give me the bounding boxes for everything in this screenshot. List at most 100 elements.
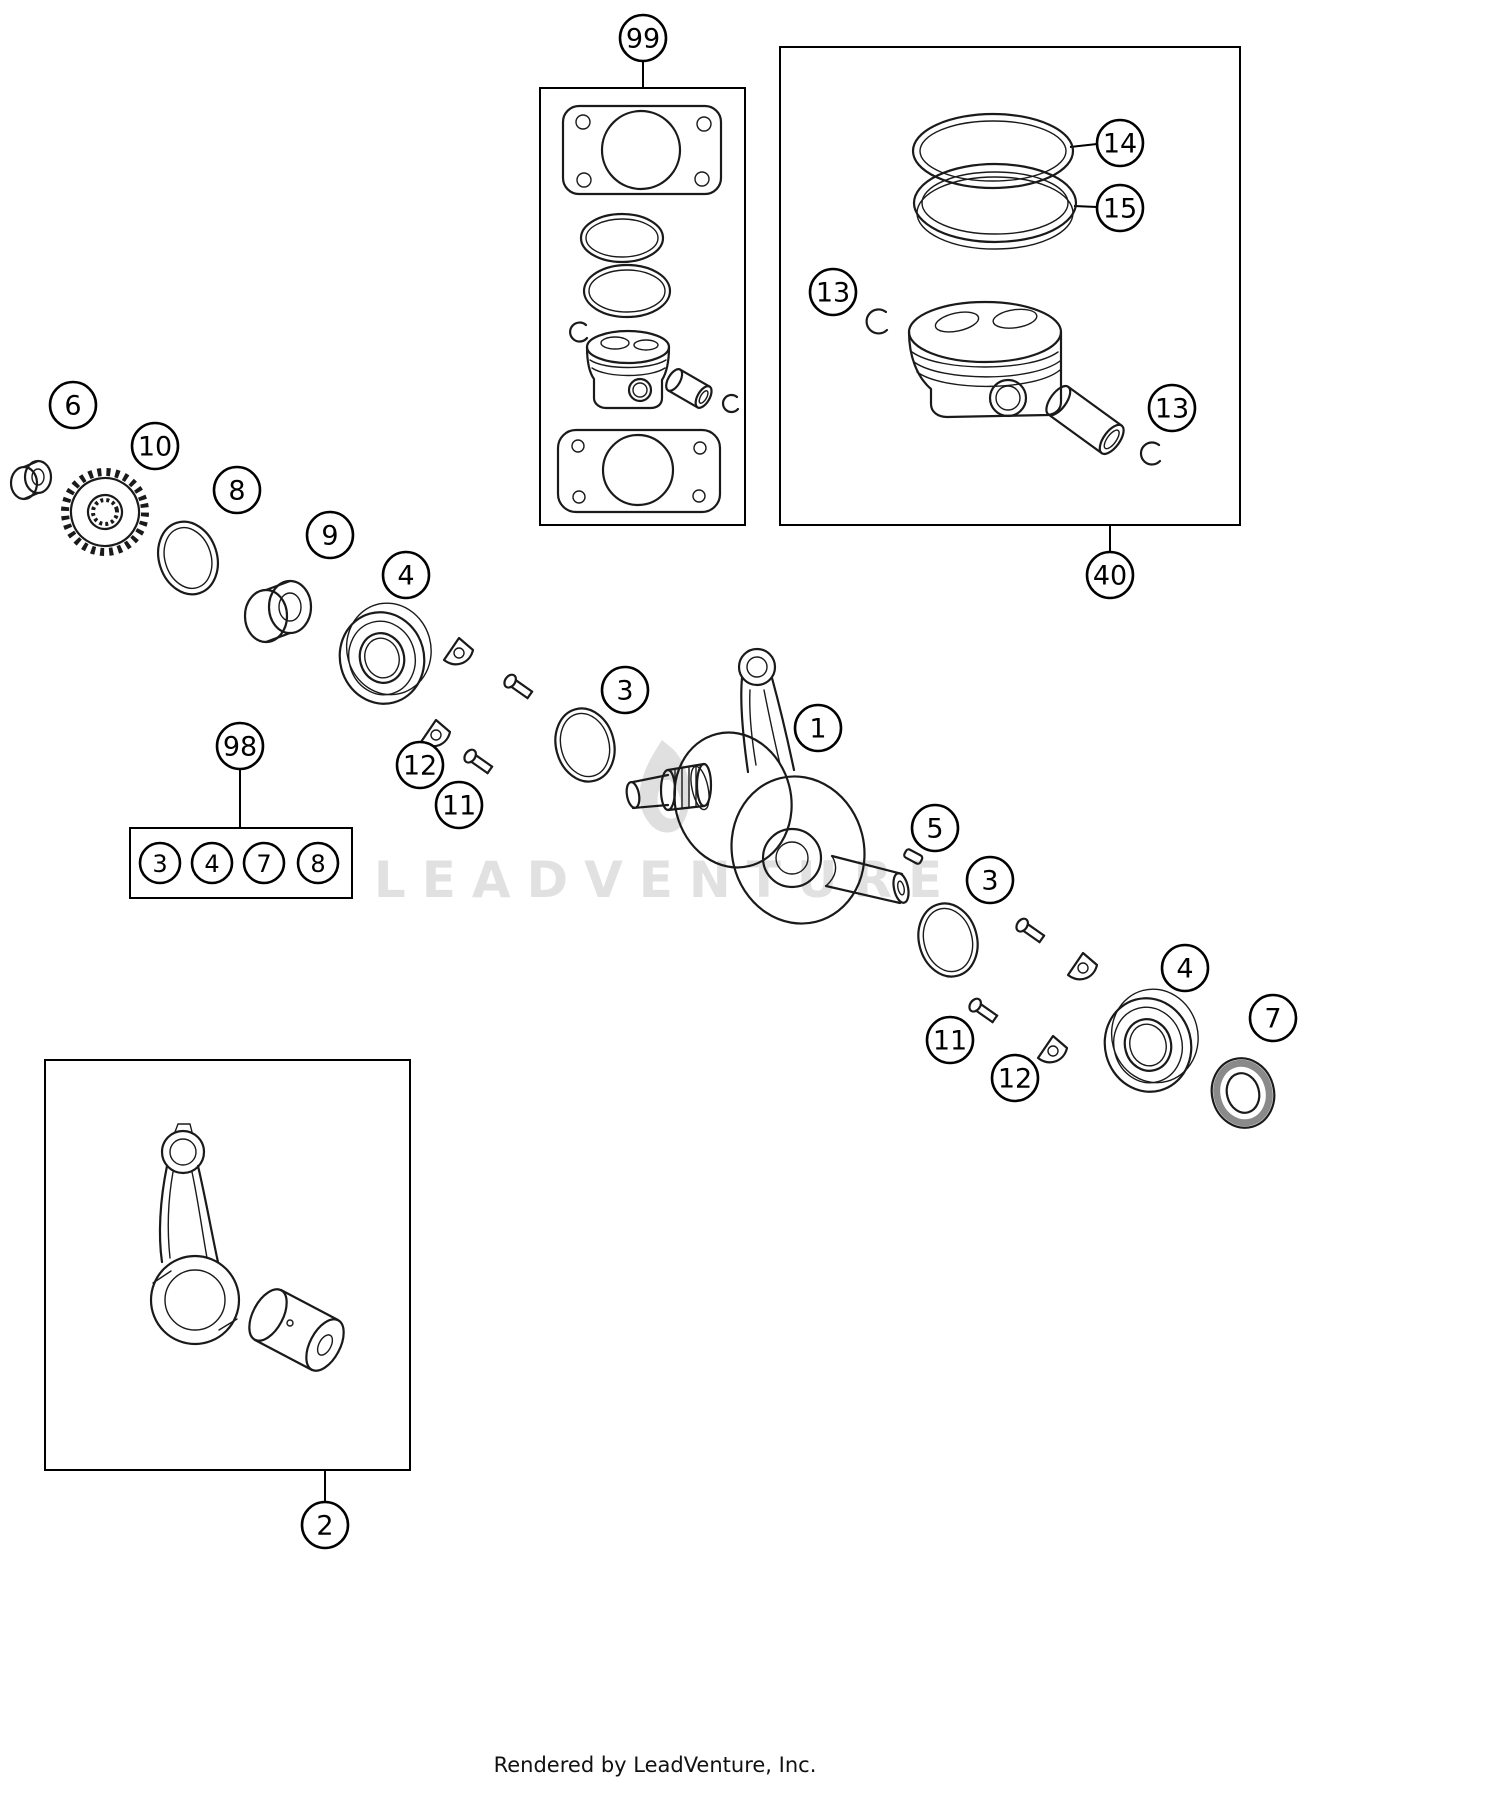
callout-15-label: 15 (1103, 194, 1137, 225)
conrod-kit-group (44, 1059, 411, 1502)
callout-98-item-7-label: 7 (256, 850, 271, 878)
watermark-text: LEADVENTURE (374, 851, 958, 909)
o-ring-left (554, 707, 616, 783)
crank-connecting-rod (737, 647, 796, 774)
retainer-clip-right (1036, 1034, 1069, 1064)
callout-12-right[interactable]: 12 (990, 1053, 1040, 1103)
callout-12-left-label: 12 (403, 751, 437, 782)
callout-3-left[interactable]: 3 (600, 665, 650, 715)
callout-2-label: 2 (316, 1511, 333, 1542)
callout-1[interactable]: 1 (793, 703, 843, 753)
callout-15[interactable]: 15 (1095, 183, 1145, 233)
kit-98-box (129, 827, 353, 899)
cylinder-o-ring-upper (579, 212, 665, 264)
callout-40[interactable]: 40 (1085, 550, 1135, 600)
retainer-clip-upper-right (1066, 951, 1099, 981)
piston-pin-small (665, 368, 713, 409)
callout-99[interactable]: 99 (618, 13, 668, 63)
callout-13-left[interactable]: 13 (808, 267, 858, 317)
callout-7[interactable]: 7 (1248, 993, 1298, 1043)
retainer-clip-upper-left (442, 636, 475, 666)
callout-3-right-label: 3 (981, 866, 998, 897)
callout-4-left[interactable]: 4 (381, 550, 431, 600)
callout-8[interactable]: 8 (212, 465, 262, 515)
callout-12-right-label: 12 (998, 1064, 1032, 1095)
callout-98-label: 98 (223, 732, 257, 763)
callout-98-item-4[interactable]: 4 (190, 841, 234, 885)
circlip-left-small (569, 321, 589, 343)
callout-99-label: 99 (626, 24, 660, 55)
main-bearing-right (1103, 988, 1199, 1093)
circlip-right (1139, 441, 1162, 466)
circlip-right-small (721, 393, 740, 414)
callout-11-right-label: 11 (933, 1026, 967, 1057)
callout-6[interactable]: 6 (48, 380, 98, 430)
callout-3-right[interactable]: 3 (965, 855, 1015, 905)
callout-98-item-8[interactable]: 8 (296, 841, 340, 885)
callout-12-left[interactable]: 12 (395, 740, 445, 790)
callout-3-left-label: 3 (616, 676, 633, 707)
callout-13-right-label: 13 (1155, 394, 1189, 425)
leader-15 (1073, 205, 1098, 208)
right-parts-chain (903, 848, 1276, 1129)
callout-98-item-7[interactable]: 7 (242, 841, 286, 885)
callout-6-label: 6 (64, 391, 81, 422)
shim-ring-left (157, 520, 219, 596)
oil-ring-set (912, 162, 1078, 250)
callout-5[interactable]: 5 (910, 803, 960, 853)
callout-10[interactable]: 10 (130, 421, 180, 471)
callout-98-item-8-label: 8 (310, 850, 325, 878)
callout-14[interactable]: 14 (1095, 118, 1145, 168)
bolt-right (968, 997, 999, 1024)
callout-5-label: 5 (926, 814, 943, 845)
base-gasket (556, 428, 722, 514)
callout-9[interactable]: 9 (305, 510, 355, 560)
cylinder-kit-group (539, 61, 746, 526)
callout-13-left-label: 13 (816, 278, 850, 309)
o-ring-right (917, 902, 979, 978)
callout-14-label: 14 (1103, 129, 1137, 160)
callout-10-label: 10 (138, 432, 172, 463)
cylinder-o-ring-lower (582, 263, 672, 319)
primary-gear (61, 468, 149, 556)
piston-kit-group (779, 46, 1241, 552)
piston-pin (1045, 384, 1125, 456)
left-parts-chain (9, 459, 616, 783)
piston-kit-box (779, 46, 1241, 526)
callouts-layer: 99 14 15 13 13 40 6 10 8 9 4 (48, 13, 1298, 1550)
oil-seal (1210, 1057, 1276, 1129)
piston (907, 300, 1063, 419)
circlip-left (865, 308, 889, 335)
woodruff-key (903, 848, 924, 865)
callout-98[interactable]: 98 (215, 721, 265, 771)
callout-4-right[interactable]: 4 (1160, 943, 1210, 993)
kit-98-group (129, 769, 353, 899)
bolt-left (463, 748, 494, 775)
cylinder-kit-box (539, 87, 746, 526)
callout-8-label: 8 (228, 476, 245, 507)
callout-7-label: 7 (1264, 1004, 1281, 1035)
callout-9-label: 9 (321, 521, 338, 552)
main-bearing-left (338, 602, 432, 705)
callout-98-item-3-label: 3 (152, 850, 167, 878)
crank-pin (248, 1288, 345, 1372)
callout-13-right[interactable]: 13 (1147, 383, 1197, 433)
callout-11-right[interactable]: 11 (925, 1015, 975, 1065)
piston-small (585, 329, 671, 410)
callout-4-right-label: 4 (1176, 954, 1193, 985)
callout-2[interactable]: 2 (300, 1500, 350, 1550)
connecting-rod (149, 1123, 241, 1346)
collar (9, 459, 53, 501)
callout-98-item-4-label: 4 (204, 850, 219, 878)
callout-4-left-label: 4 (397, 561, 414, 592)
leader-14 (1069, 143, 1098, 148)
screw-upper-left (503, 673, 534, 700)
conrod-kit-box (44, 1059, 411, 1471)
callout-40-label: 40 (1093, 561, 1127, 592)
callout-11-left[interactable]: 11 (434, 780, 484, 830)
crankshaft (625, 647, 910, 925)
callout-98-item-3[interactable]: 3 (138, 841, 182, 885)
compression-ring (911, 112, 1075, 190)
